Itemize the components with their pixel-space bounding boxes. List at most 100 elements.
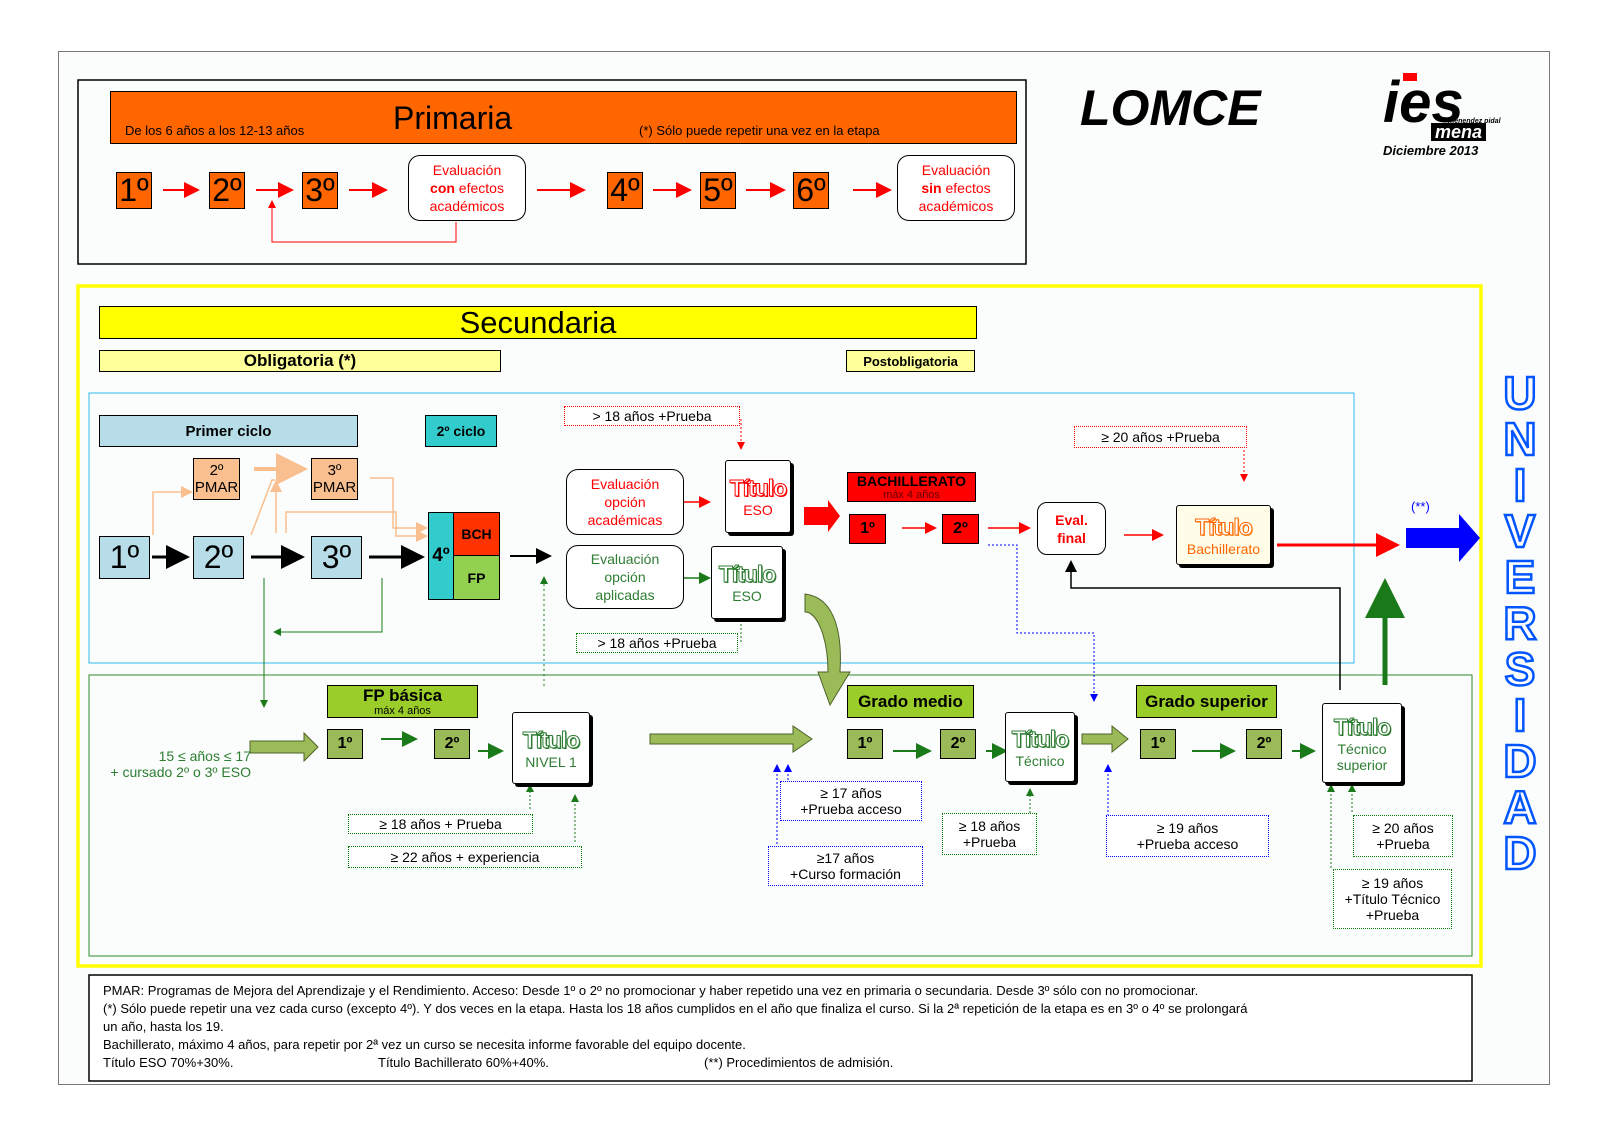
- titulo-eso-apli-word: Título: [718, 561, 777, 588]
- fp-basica-max: máx 4 años: [374, 705, 431, 717]
- gm18-1: ≥ 18 años: [958, 818, 1021, 834]
- titulo-eso-academicas: Título ESO: [725, 460, 791, 533]
- uni-letter-3: I: [1512, 459, 1527, 511]
- bach-course-1: 1º: [849, 514, 886, 544]
- cuarto-eso-block: 4º BCH FP: [428, 512, 500, 600]
- uni-letter-5: E: [1503, 551, 1536, 603]
- gs19b-2: +Título Técnico: [1344, 891, 1441, 907]
- fp-basica-acceso: 15 ≤ años ≤ 17+ cursado 2º o 3º ESO: [96, 745, 251, 783]
- gs-20-prueba: ≥ 20 años+Prueba: [1353, 815, 1453, 857]
- eval-final-1: Eval.: [1055, 511, 1088, 528]
- grado-medio-banner: Grado medio: [847, 685, 974, 718]
- secundaria-banner: Secundaria: [99, 305, 977, 340]
- primaria-course-3: 3º: [302, 172, 338, 209]
- eval-acad-3: académicas: [587, 512, 663, 528]
- titulo-eso-aplicadas: Título ESO: [711, 546, 783, 619]
- footer-titulo-eso: Título ESO 70%+30%.: [103, 1055, 234, 1070]
- uni-letter-11: D: [1502, 827, 1538, 879]
- gm-18-prueba: ≥ 18 años+Prueba: [942, 813, 1037, 855]
- footer-line-3: un año, hasta los 19.: [103, 1019, 224, 1034]
- titulo-ts-word: Título: [1333, 713, 1392, 740]
- gs19b-1: ≥ 19 años: [1361, 875, 1424, 891]
- pmar3-num: 3º: [327, 462, 342, 479]
- gm18-2: +Prueba: [962, 834, 1017, 850]
- primer-ciclo-label: Primer ciclo: [99, 415, 358, 447]
- footer-line-4: Bachillerato, máximo 4 años, para repeti…: [103, 1037, 746, 1052]
- footer-titulo-bach: Título Bachillerato 60%+40%.: [378, 1055, 549, 1070]
- cuarto-label: 4º: [429, 513, 453, 599]
- gm17a-1: ≥ 17 años: [820, 785, 882, 801]
- gs20-2: +Prueba: [1376, 836, 1430, 852]
- titulo-tecnico-word: Título: [1011, 725, 1070, 752]
- titulo-ts-sub1: Técnico: [1337, 740, 1387, 757]
- titulo-bachillerato: Título Bachillerato: [1176, 505, 1271, 565]
- footer-line-1: PMAR: Programas de Mejora del Aprendizaj…: [103, 983, 1199, 998]
- logo-sub1: menendez pidal: [1448, 118, 1501, 125]
- titulo-bach-word: Título: [1195, 513, 1254, 540]
- grado-superior-banner: Grado superior: [1136, 685, 1277, 718]
- eval-apli-1: Evaluación: [590, 551, 660, 567]
- fp-acceso-1: 15 ≤ años ≤ 17: [158, 748, 251, 764]
- fp-basica-course-1: 1º: [327, 729, 363, 759]
- gs-19-prueba: ≥ 19 años+Prueba acceso: [1106, 815, 1269, 857]
- gs-course-2: 2º: [1246, 729, 1282, 759]
- cuarto-bch: BCH: [453, 513, 499, 556]
- primaria-note: (*) Sólo puede repetir una vez en la eta…: [639, 123, 880, 138]
- titulo-tecnico: Título Técnico: [1005, 712, 1075, 782]
- eval-con-line3: académicos: [429, 198, 505, 214]
- primaria-course-5: 5º: [700, 172, 736, 209]
- bachillerato-title: BACHILLERATO: [856, 473, 967, 489]
- footer-line-5: Título ESO 70%+30%. Título Bachillerato …: [103, 1054, 1468, 1072]
- cuarto-fp: FP: [453, 556, 499, 599]
- pmar2-label: PMAR: [194, 479, 239, 496]
- page-frame: [58, 51, 1550, 1085]
- titulo-ts-sub2: superior: [1336, 756, 1388, 773]
- eval-final-2: final: [1057, 529, 1086, 546]
- titulo-eso-apli-sub: ESO: [732, 588, 762, 604]
- gs19-1: ≥ 19 años: [1156, 820, 1219, 836]
- eval-apli-2: opción: [604, 569, 646, 585]
- eval-acad-1: Evaluación: [590, 476, 660, 492]
- logo-date: Diciembre 2013: [1383, 143, 1479, 158]
- eso-course-3: 3º: [311, 536, 362, 579]
- eval-sin-rest: efectos: [941, 180, 991, 196]
- titulo-eso-acad-word: Título: [729, 475, 788, 502]
- bachillerato-max: máx 4 años: [883, 489, 940, 501]
- gs19b-3: +Prueba: [1365, 907, 1420, 923]
- prueba-20: ≥ 20 años +Prueba: [1074, 426, 1247, 448]
- page-title: LOMCE: [1080, 80, 1261, 136]
- primaria-eval-sin: Evaluación sin efectos académicos: [897, 155, 1015, 221]
- fp-b22: ≥ 22 años + experiencia: [348, 846, 582, 868]
- prueba-18-top: > 18 años +Prueba: [564, 406, 740, 426]
- titulo-nivel-1: Título NIVEL 1: [512, 712, 590, 784]
- admision-note: (**): [1411, 499, 1430, 514]
- gs20-1: ≥ 20 años: [1372, 820, 1434, 836]
- uni-letter-7: S: [1503, 643, 1536, 695]
- fp-b18: ≥ 18 años + Prueba: [348, 814, 533, 834]
- obligatoria-label: Obligatoria (*): [99, 350, 501, 372]
- eval-con-line1: Evaluación: [432, 162, 502, 178]
- gs19-2: +Prueba acceso: [1136, 836, 1239, 852]
- uni-letter-8: I: [1512, 689, 1527, 741]
- footer-admision: (**) Procedimientos de admisión.: [704, 1055, 894, 1070]
- gm17b-2: +Curso formación: [790, 866, 901, 882]
- titulo-nivel1-sub: NIVEL 1: [525, 753, 577, 770]
- gs-19-titulo-tecnico: ≥ 19 años+Título Técnico+Prueba: [1333, 869, 1452, 929]
- eso-course-2: 2º: [193, 536, 244, 579]
- uni-letter-1: U: [1502, 367, 1538, 419]
- gm-course-2: 2º: [940, 729, 976, 759]
- segundo-ciclo-label: 2º ciclo: [425, 415, 497, 447]
- pmar2-num: 2º: [209, 462, 224, 479]
- postobligatoria-label: Postobligatoria: [846, 350, 975, 372]
- eval-con-bold: con: [430, 180, 455, 196]
- fp-basica-title: FP básica: [362, 686, 443, 705]
- primaria-course-6: 6º: [793, 172, 829, 209]
- eval-sin-line3: académicos: [918, 198, 994, 214]
- uni-letter-10: A: [1502, 781, 1538, 833]
- primaria-age-range: De los 6 años a los 12-13 años: [125, 123, 305, 138]
- titulo-tecnico-superior: Título Técnico superior: [1322, 703, 1402, 783]
- universidad-label: U N I V E R S I D A D: [1490, 367, 1550, 879]
- eval-con-line2: con efectos: [430, 179, 504, 197]
